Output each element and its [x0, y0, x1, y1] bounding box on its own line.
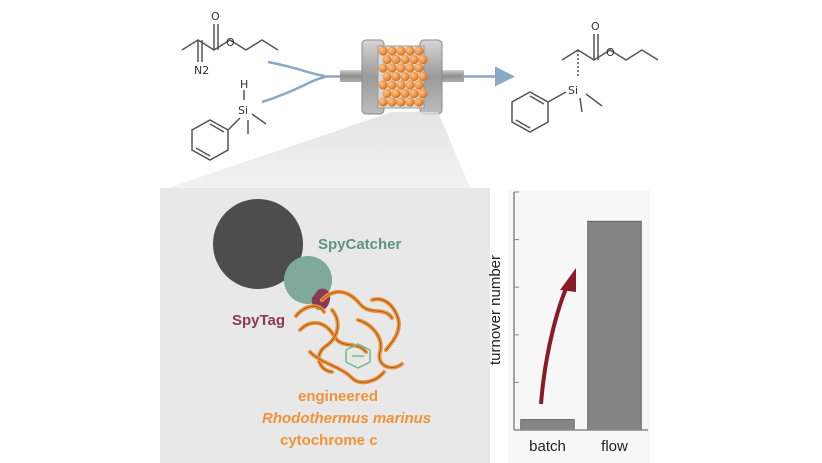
protein-ribbon-edge — [321, 291, 393, 319]
enzyme-name-line3: cytochrome c — [280, 432, 378, 449]
y-axis-label: turnover number — [487, 255, 504, 365]
product-carbonyl-o: O — [591, 20, 600, 33]
bead — [414, 63, 424, 73]
bead — [405, 46, 415, 56]
enzyme-name-line2: Rhodothermus marinus — [262, 410, 432, 427]
bead — [396, 46, 406, 56]
x-tick-label-batch: batch — [529, 438, 566, 455]
bead — [387, 63, 397, 73]
bead — [405, 80, 415, 90]
bead — [382, 88, 392, 99]
protein-ribbon-edge — [371, 298, 400, 351]
enzyme-name-line1: engineered — [298, 388, 379, 405]
bar-flow — [587, 220, 642, 431]
outlet-tube — [438, 70, 464, 82]
diazo-carbonyl-o: O — [211, 10, 220, 23]
inflow-arrows — [261, 60, 344, 104]
diazo-n2-label: N2 — [194, 64, 209, 77]
diazo-ester-o: O — [226, 36, 235, 49]
bead — [414, 97, 424, 107]
bead — [382, 71, 392, 82]
heme-cofactor — [345, 343, 371, 369]
bead — [409, 71, 419, 82]
increase-arrowhead — [560, 268, 576, 292]
product-structure — [511, 34, 659, 133]
bead — [414, 80, 424, 90]
bead — [378, 46, 388, 56]
bead — [387, 97, 397, 107]
protein-ribbon-edge — [318, 309, 339, 373]
protein-ribbon-edge — [357, 319, 403, 368]
bead — [387, 80, 397, 90]
spytag-label: SpyTag — [232, 312, 286, 329]
silane-si-label: Si — [238, 104, 248, 117]
bead — [400, 54, 410, 65]
flow-reactor — [340, 39, 464, 115]
bead — [409, 88, 419, 99]
bead — [396, 63, 406, 73]
silane-structure — [191, 90, 267, 161]
bead — [400, 71, 410, 82]
turnover-chart: batch flow turnover number — [487, 190, 650, 463]
bead — [378, 80, 388, 90]
bead — [396, 97, 406, 107]
bead — [400, 88, 410, 99]
bead — [391, 54, 401, 65]
bead — [418, 54, 428, 65]
bead — [378, 97, 388, 107]
bead — [418, 71, 428, 82]
bead — [409, 54, 419, 65]
bead — [405, 63, 415, 73]
protein-ribbon — [294, 289, 404, 385]
bead — [396, 80, 406, 90]
diazo-ester-structure — [181, 24, 279, 62]
x-tick-label-flow: flow — [601, 438, 628, 455]
bar-batch — [520, 419, 575, 431]
protein-ribbon-edge — [295, 305, 325, 317]
enzyme-panel — [160, 188, 490, 463]
bead — [391, 71, 401, 82]
bead — [405, 97, 415, 107]
product-ester-o: O — [606, 46, 615, 59]
bead — [391, 88, 401, 99]
bead — [387, 46, 397, 56]
bead-particle — [213, 199, 303, 289]
bead — [418, 88, 428, 99]
spycatcher-label: SpyCatcher — [318, 236, 402, 253]
bead — [382, 54, 392, 65]
bead — [414, 46, 424, 56]
product-si-label: Si — [568, 84, 578, 97]
silane-h-label: H — [240, 78, 248, 91]
enzyme-beads — [378, 46, 428, 107]
zoom-funnel — [168, 112, 470, 188]
protein-ribbon-edge — [309, 351, 385, 383]
bead — [378, 63, 388, 73]
increase-arrow — [539, 283, 570, 405]
